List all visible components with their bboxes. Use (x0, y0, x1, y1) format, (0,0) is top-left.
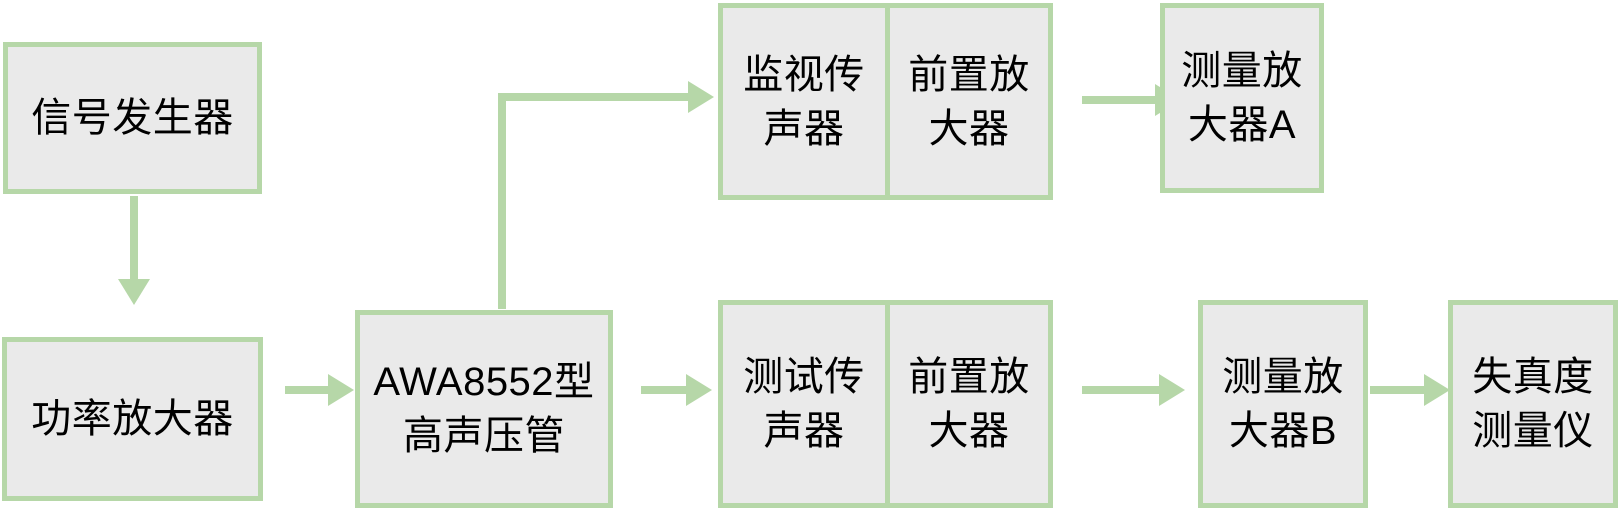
node-awa8552-tube[interactable]: AWA8552型 高声压管 (355, 310, 613, 508)
arrowhead-right-preamplifier-bottom-to-measuring-amplifier-b (1159, 374, 1185, 406)
connector-awa8552-to-test-microphone (641, 386, 688, 394)
node-measuring-amplifier-a[interactable]: 测量放 大器A (1160, 3, 1324, 193)
connector-preamplifier-bottom-to-measuring-amplifier-b (1082, 386, 1162, 394)
arrowhead-right-power-amplifier-to-awa8552 (328, 374, 354, 406)
node-label-line-1: 测量放 (1222, 355, 1344, 399)
connector-signal-generator-to-power-amplifier (130, 196, 138, 281)
connector-power-amplifier-to-awa8552 (285, 386, 330, 394)
arrowhead-down-signal-generator-to-power-amplifier (118, 279, 150, 305)
node-label-line-2: 测量仪 (1472, 409, 1594, 453)
arrowhead-right-awa8552-to-test-microphone (686, 374, 712, 406)
node-label-line-2: 声器 (763, 106, 845, 151)
node-label-line-2: 大器B (1228, 409, 1338, 453)
node-label-line: 信号发生器 (31, 96, 234, 140)
node-monitor-microphone[interactable]: 监视传 声器 (718, 3, 890, 200)
connector-awa8552-to-monitor-run (498, 93, 690, 101)
arrowhead-right-measuring-amplifier-b-to-distortion-meter (1424, 374, 1450, 406)
node-measuring-amplifier-b[interactable]: 测量放 大器B (1198, 300, 1368, 508)
node-test-microphone[interactable]: 测试传 声器 (718, 300, 890, 508)
node-label-line-1: 监视传 (743, 52, 865, 97)
arrowhead-right-awa8552-to-monitor-microphone (688, 81, 714, 113)
node-label-line-2: 大器A (1187, 103, 1297, 147)
node-label-line-1: AWA8552型 (373, 360, 595, 404)
node-distortion-meter[interactable]: 失真度 测量仪 (1448, 300, 1618, 508)
connector-preamplifier-top-to-measuring-amplifier-a (1082, 96, 1158, 104)
connector-measuring-amplifier-b-to-distortion-meter (1370, 386, 1428, 394)
node-label-line-2: 大器 (928, 106, 1010, 151)
node-label-line-1: 前置放 (908, 52, 1030, 97)
node-label-line-2: 大器 (928, 409, 1010, 453)
node-label-line: 功率放大器 (31, 397, 234, 441)
node-power-amplifier[interactable]: 功率放大器 (2, 337, 263, 501)
node-label-line-1: 测量放 (1181, 49, 1303, 93)
node-preamplifier-bottom[interactable]: 前置放 大器 (885, 300, 1053, 508)
node-label-line-1: 失真度 (1472, 355, 1594, 399)
connector-awa8552-to-monitor-riser (498, 93, 506, 309)
node-label-line-1: 测试传 (743, 355, 865, 399)
node-label-line-2: 高声压管 (403, 414, 565, 458)
node-label-line-2: 声器 (763, 409, 845, 453)
node-signal-generator[interactable]: 信号发生器 (3, 42, 262, 194)
node-preamplifier-top[interactable]: 前置放 大器 (885, 3, 1053, 200)
node-label-line-1: 前置放 (908, 355, 1030, 399)
